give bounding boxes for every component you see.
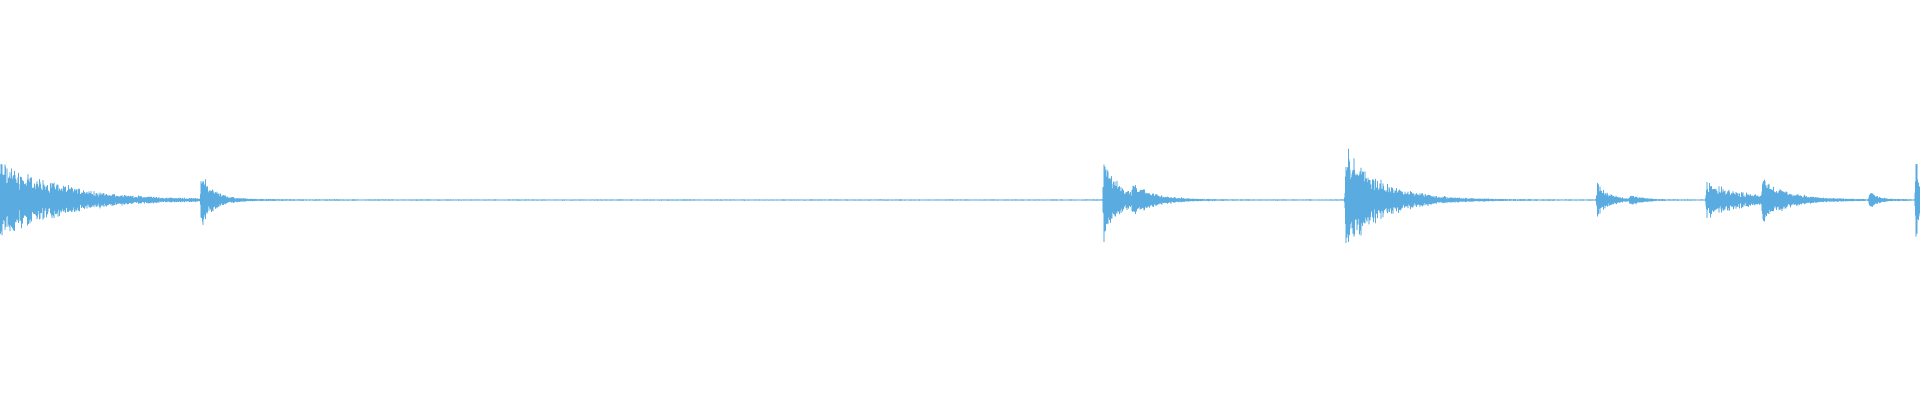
waveform-envelope [0,148,1920,243]
